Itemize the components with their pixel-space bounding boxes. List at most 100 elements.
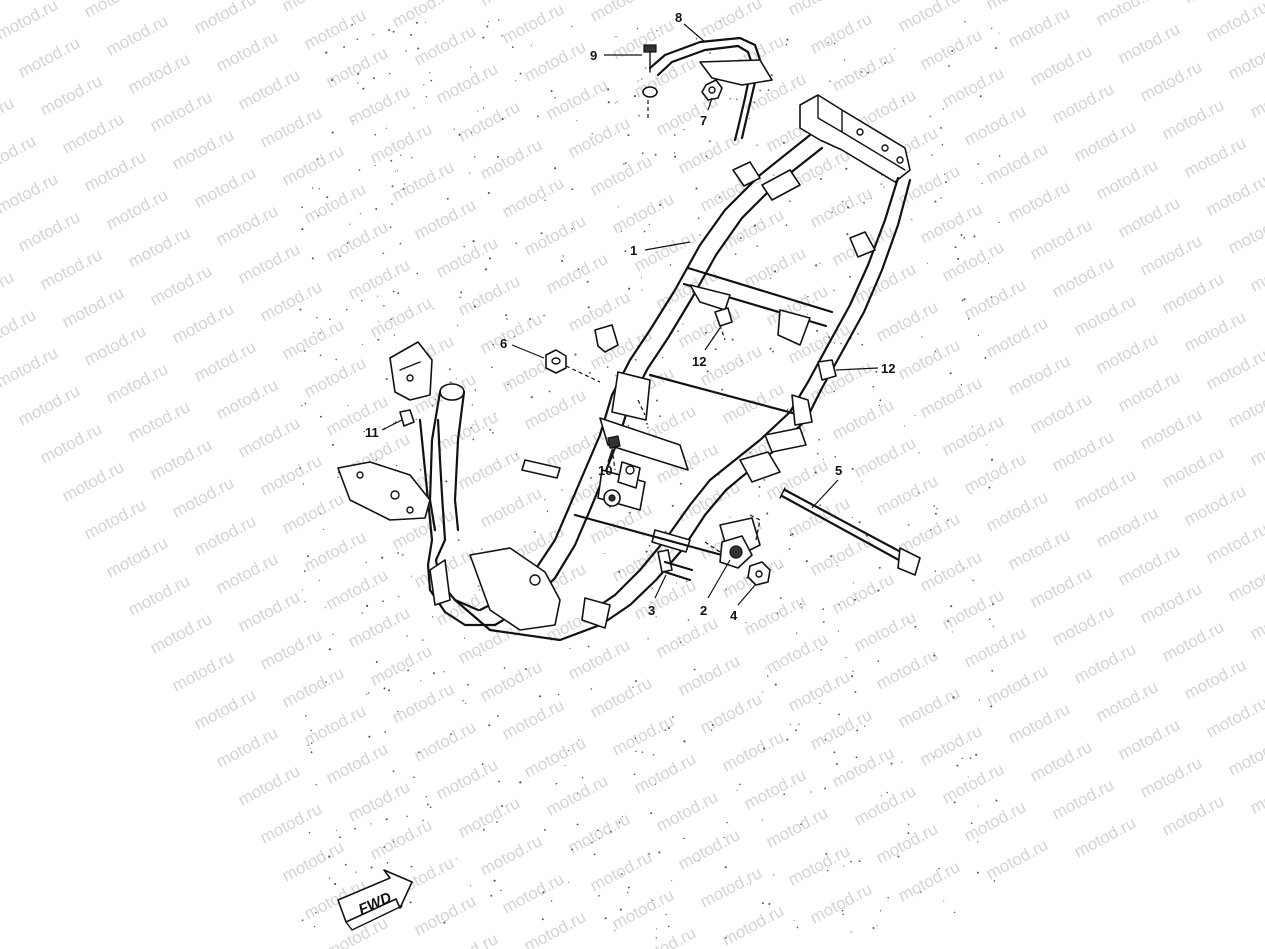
speckle bbox=[818, 438, 820, 441]
speckle bbox=[627, 424, 630, 427]
speckle bbox=[655, 616, 657, 618]
speckle bbox=[797, 77, 799, 79]
part-long-bolt-5 bbox=[779, 487, 921, 576]
speckle bbox=[800, 823, 802, 826]
speckle bbox=[487, 191, 490, 195]
speckle bbox=[838, 603, 840, 606]
speckle bbox=[739, 783, 741, 786]
speckle bbox=[337, 476, 339, 479]
speckle bbox=[324, 607, 326, 609]
speckle bbox=[667, 925, 670, 928]
speckle bbox=[943, 173, 946, 175]
speckle bbox=[805, 560, 808, 563]
speckle bbox=[655, 399, 658, 402]
speckle bbox=[753, 224, 757, 227]
speckle bbox=[315, 911, 317, 914]
speckle bbox=[494, 413, 496, 415]
speckle bbox=[951, 631, 953, 633]
speckle bbox=[316, 316, 318, 319]
speckle bbox=[951, 50, 954, 52]
speckle bbox=[763, 747, 765, 750]
speckle bbox=[397, 710, 399, 713]
speckle bbox=[842, 201, 844, 203]
speckle bbox=[617, 206, 619, 208]
speckle bbox=[875, 370, 878, 373]
speckle bbox=[416, 272, 418, 275]
callout-9: 9 bbox=[590, 48, 642, 63]
speckle bbox=[319, 354, 322, 357]
speckle bbox=[718, 196, 721, 199]
speckle bbox=[383, 687, 386, 690]
speckle bbox=[640, 276, 643, 278]
speckle bbox=[392, 290, 395, 293]
speckle bbox=[443, 921, 446, 924]
speckle bbox=[833, 390, 836, 393]
speckle bbox=[335, 829, 337, 831]
callout-4: 4 bbox=[730, 583, 757, 623]
speckle bbox=[624, 250, 627, 253]
speckle bbox=[358, 169, 361, 171]
callout-3: 3 bbox=[648, 574, 667, 618]
speckle bbox=[998, 221, 1000, 224]
speckle bbox=[493, 879, 496, 882]
speckle bbox=[843, 59, 846, 61]
svg-text:9: 9 bbox=[590, 48, 597, 63]
part-clip-12a bbox=[714, 307, 733, 327]
speckle bbox=[591, 133, 593, 135]
speckle bbox=[991, 669, 994, 672]
speckle bbox=[557, 693, 560, 696]
speckle bbox=[389, 72, 391, 75]
speckle bbox=[705, 155, 708, 158]
speckle bbox=[641, 78, 643, 80]
speckle bbox=[634, 358, 637, 361]
speckle bbox=[457, 539, 460, 542]
speckle bbox=[607, 101, 610, 104]
svg-text:1: 1 bbox=[630, 243, 637, 258]
speckle bbox=[946, 519, 949, 521]
speckle bbox=[620, 873, 623, 875]
speckle bbox=[501, 35, 503, 37]
speckle bbox=[473, 305, 476, 308]
speckle bbox=[677, 330, 679, 332]
speckle bbox=[806, 313, 808, 315]
speckle bbox=[641, 152, 644, 155]
speckle bbox=[973, 235, 976, 238]
speckle bbox=[416, 21, 418, 24]
speckle bbox=[550, 900, 553, 902]
speckle bbox=[469, 172, 471, 174]
speckle bbox=[652, 899, 654, 901]
speckle bbox=[998, 155, 1001, 157]
speckle bbox=[851, 675, 854, 678]
speckle bbox=[505, 314, 508, 317]
speckle bbox=[954, 246, 957, 249]
speckle bbox=[470, 427, 472, 429]
speckle bbox=[619, 908, 622, 911]
speckle bbox=[598, 837, 601, 839]
speckle bbox=[372, 34, 374, 36]
speckle bbox=[627, 134, 630, 137]
speckle bbox=[836, 472, 838, 475]
speckle bbox=[971, 426, 974, 428]
speckle bbox=[384, 731, 387, 733]
speckle bbox=[697, 217, 700, 220]
speckle bbox=[548, 390, 551, 393]
speckle bbox=[977, 334, 980, 337]
speckle bbox=[323, 529, 325, 531]
speckle bbox=[367, 692, 370, 694]
speckle bbox=[326, 196, 329, 199]
speckle bbox=[984, 356, 987, 359]
speckle bbox=[756, 144, 758, 146]
speckle bbox=[972, 579, 974, 582]
speckle bbox=[961, 299, 964, 302]
speckle bbox=[506, 318, 508, 320]
speckle bbox=[381, 556, 384, 559]
speckle bbox=[511, 46, 514, 48]
callout-12b: 12 bbox=[835, 361, 895, 376]
speckle bbox=[858, 521, 861, 524]
speckle bbox=[695, 38, 698, 40]
speckle bbox=[820, 177, 822, 180]
speckle bbox=[366, 604, 369, 607]
speckle bbox=[988, 618, 991, 621]
speckle bbox=[357, 72, 360, 76]
